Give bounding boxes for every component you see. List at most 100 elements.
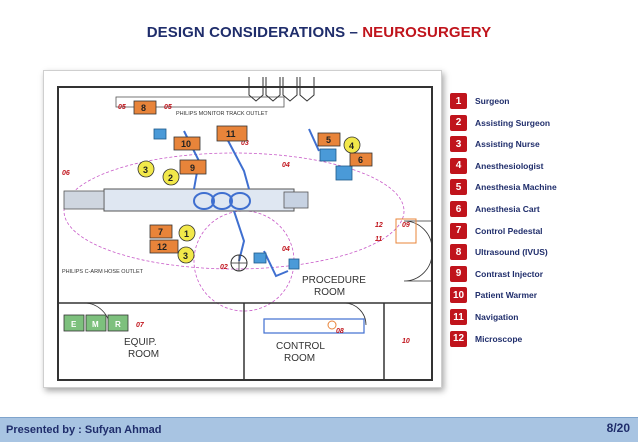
legend-number-badge: 7 xyxy=(450,222,467,239)
legend-number-badge: 1 xyxy=(450,93,467,109)
door-right-2 xyxy=(403,252,433,282)
legend-number-badge: 3 xyxy=(450,136,467,153)
procedure-room-label-1: PROCEDURE xyxy=(302,275,366,286)
legend-label: Contrast Injector xyxy=(475,268,544,279)
title-prefix: DESIGN CONSIDERATIONS – xyxy=(146,24,363,41)
presenter-credit: Presented by : Sufyan Ahmad xyxy=(6,424,162,436)
head-fixation xyxy=(283,191,309,209)
legend-number-badge: 12 xyxy=(450,330,467,347)
ref-code: 12 xyxy=(375,222,383,229)
c-arm-detector xyxy=(193,192,215,210)
hose-label: PHILIPS C-ARM HOSE OUTLET xyxy=(62,269,144,275)
ref-code: 03 xyxy=(241,140,249,147)
ref-code: 02 xyxy=(220,264,228,271)
track-label: PHILIPS MONITOR TRACK OUTLET xyxy=(176,111,268,117)
footer-bar: Presented by : Sufyan Ahmad 8/20 xyxy=(0,417,638,442)
callout-yellow: 3 xyxy=(183,251,188,261)
ref-code: 10 xyxy=(402,338,410,345)
callout-orange: 6 xyxy=(358,155,363,165)
ref-code: 06 xyxy=(62,170,70,177)
ref-code: 04 xyxy=(282,246,290,253)
ceiling-booms xyxy=(248,77,315,102)
legend-item: 7 Control Pedestal xyxy=(450,222,543,239)
control-room-label-1: CONTROL xyxy=(276,341,325,352)
floor-plan-drawing: E M R PROCEDURE ROOM EQUIP. ROOM CONTROL… xyxy=(57,77,433,381)
legend-number-badge: 6 xyxy=(450,201,467,217)
legend-label: Surgeon xyxy=(475,96,510,106)
page-number: 8/20 xyxy=(606,421,630,435)
callout-orange: 10 xyxy=(181,139,191,149)
legend-label: Navigation xyxy=(475,312,519,322)
emr-label-r: R xyxy=(115,320,121,329)
ref-code: 05 xyxy=(118,104,126,111)
c-arm-rotation xyxy=(193,210,295,312)
legend-item: 8 Ultrasound (IVUS) xyxy=(450,244,548,261)
legend-label: Anesthesia Cart xyxy=(475,204,540,214)
callout-orange: 5 xyxy=(326,135,331,145)
c-arm-sweep xyxy=(63,152,405,270)
table-base xyxy=(63,190,105,210)
callout-orange: 7 xyxy=(158,227,163,237)
legend-item: 10 Patient Warmer xyxy=(450,287,538,304)
equip-room-label-2: ROOM xyxy=(128,349,159,360)
c-arm-ring xyxy=(229,192,251,210)
ref-code: 05 xyxy=(164,104,172,111)
legend-item: 12 Microscope xyxy=(450,330,523,347)
ref-code: 11 xyxy=(375,236,382,243)
legend-number-badge: 11 xyxy=(450,309,467,325)
callout-yellow: 4 xyxy=(349,141,354,151)
legend-item: 6 Anesthesia Cart xyxy=(450,201,540,217)
legend-item: 3 Assisting Nurse xyxy=(450,136,540,153)
legend-item: 4 Anesthesiologist xyxy=(450,157,544,174)
ref-code: 09 xyxy=(402,222,410,229)
legend-label: Patient Warmer xyxy=(475,290,538,301)
legend-item: 11 Navigation xyxy=(450,309,518,325)
callout-yellow: 2 xyxy=(168,173,173,183)
cabinet-09 xyxy=(395,218,417,244)
callout-orange: 12 xyxy=(157,242,167,252)
legend-label: Microscope xyxy=(475,333,523,344)
callout-orange: 9 xyxy=(190,163,195,173)
c-arm-tube xyxy=(211,192,233,210)
floor-plan: E M R PROCEDURE ROOM EQUIP. ROOM CONTROL… xyxy=(43,70,442,388)
legend-label: Anesthesia Machine xyxy=(475,182,557,193)
callout-yellow: 1 xyxy=(184,229,189,239)
legend-number-badge: 4 xyxy=(450,157,467,174)
legend-item: 2 Assisting Surgeon xyxy=(450,114,551,131)
legend-label: Ultrasound (IVUS) xyxy=(475,247,548,258)
control-console xyxy=(263,318,365,334)
ref-code: 04 xyxy=(282,162,290,169)
door-right xyxy=(403,220,433,250)
ref-code: 07 xyxy=(136,322,145,329)
control-room-label-2: ROOM xyxy=(284,353,315,364)
legend-item: 1 Surgeon xyxy=(450,93,509,109)
legend-number-badge: 2 xyxy=(450,114,467,131)
callout-orange: 11 xyxy=(226,129,236,139)
procedure-room-label-2: ROOM xyxy=(314,287,345,298)
equipment xyxy=(153,128,353,270)
legend-item: 5 Anesthesia Machine xyxy=(450,179,557,196)
emr-label-m: M xyxy=(92,320,99,329)
legend-label: Control Pedestal xyxy=(475,225,543,236)
legend-item: 9 Contrast Injector xyxy=(450,265,544,282)
orange-callouts: 8 11 10 9 5 6 7 12 xyxy=(133,100,373,254)
outer-wall xyxy=(57,86,433,381)
legend-label: Assisting Nurse xyxy=(475,139,540,150)
control-door xyxy=(343,302,367,326)
ref-code: 08 xyxy=(336,328,344,335)
legend-number-badge: 5 xyxy=(450,179,467,196)
legend-number-badge: 9 xyxy=(450,265,467,282)
yellow-callouts: 1 2 3 3 4 xyxy=(137,136,361,264)
slide-title: DESIGN CONSIDERATIONS – NEUROSURGERY xyxy=(0,24,638,41)
title-accent: NEUROSURGERY xyxy=(362,24,492,41)
emr-cabinets: E M R xyxy=(63,314,129,332)
emr-label-e: E xyxy=(71,320,77,329)
monitor-track xyxy=(115,96,285,108)
callout-yellow: 3 xyxy=(143,165,148,175)
legend-label: Assisting Surgeon xyxy=(475,117,551,128)
legend-number-badge: 10 xyxy=(450,287,467,304)
legend-label: Anesthesiologist xyxy=(475,160,544,171)
callout-orange: 8 xyxy=(141,103,146,113)
equip-room-label-1: EQUIP. xyxy=(124,337,157,348)
legend-number-badge: 8 xyxy=(450,244,467,261)
